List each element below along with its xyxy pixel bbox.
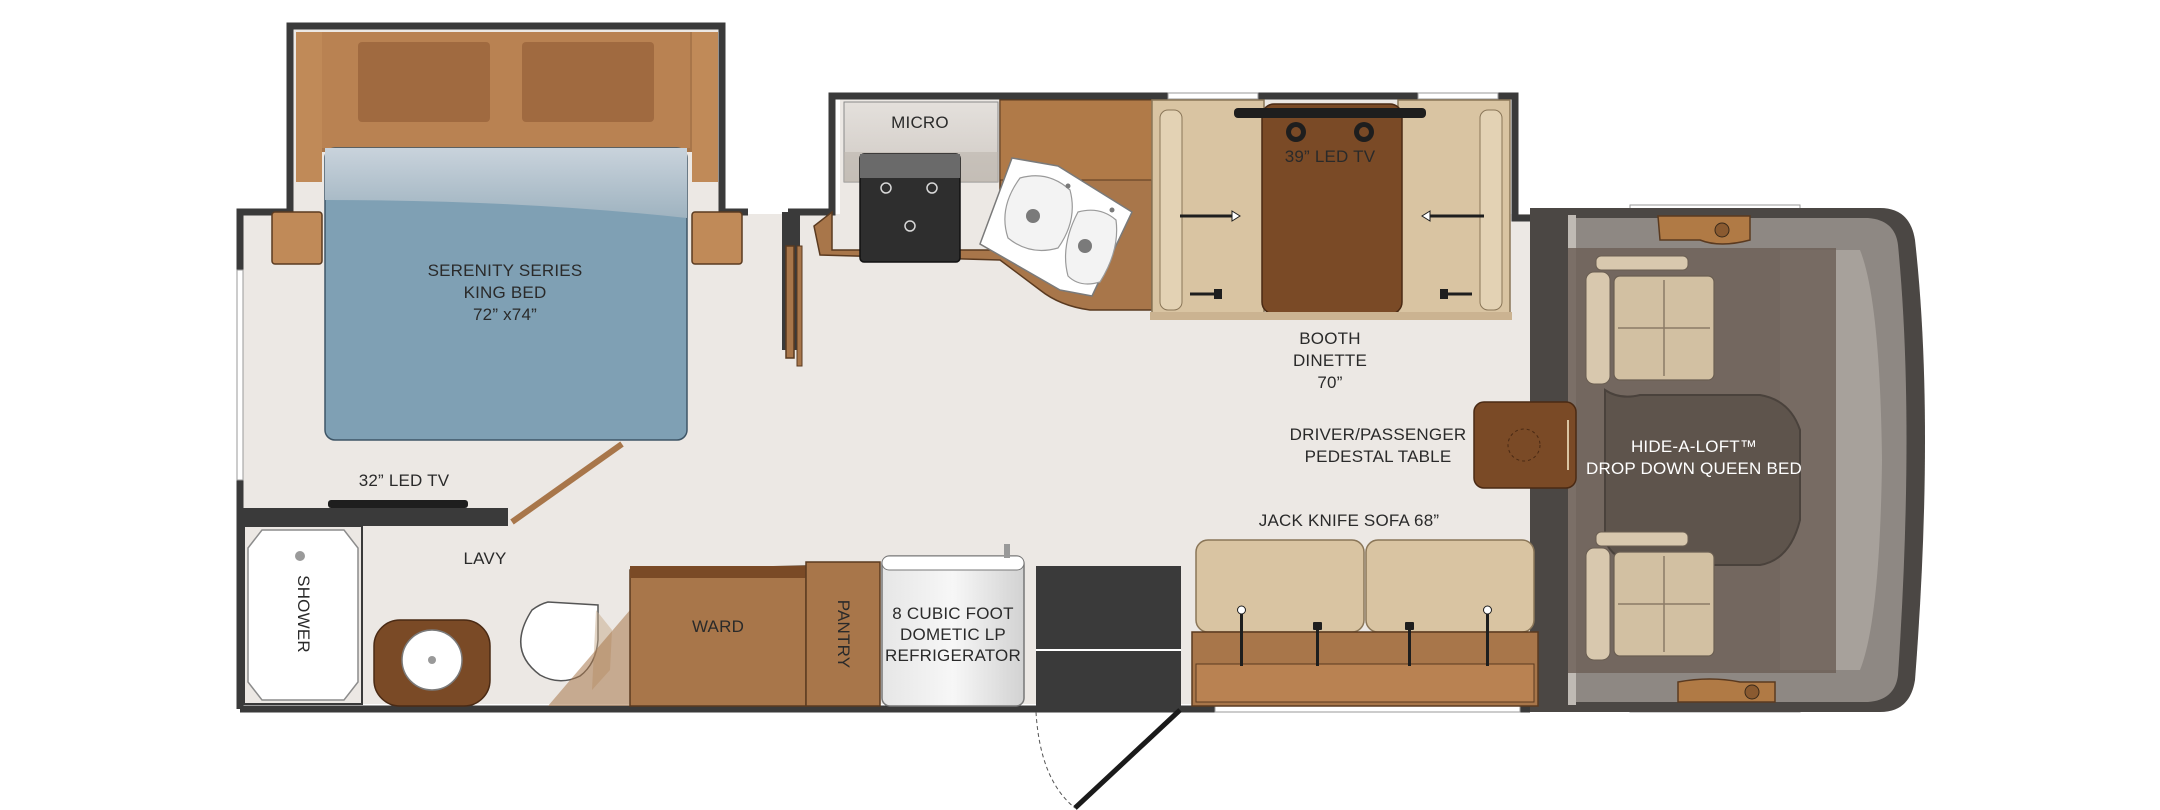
dinette-seatbelts (1180, 210, 1484, 299)
pedestal-table-label-line1: DRIVER/PASSENGER (1290, 425, 1467, 444)
bath-door (510, 441, 624, 525)
driver-seat (1585, 255, 1715, 385)
king-bed-label: SERENITY SERIES KING BED 72” x74” (428, 261, 583, 324)
pantry (805, 561, 881, 707)
wardrobe (629, 565, 807, 707)
jack-knife-sofa (1191, 539, 1539, 707)
pedestal-table-label-line2: PEDESTAL TABLE (1305, 447, 1452, 466)
refrigerator (881, 544, 1025, 707)
booth-dinette-label-line2: DINETTE (1293, 351, 1367, 370)
bedroom-door-panel (785, 245, 795, 359)
cab-console-bottom (1677, 678, 1776, 703)
king-bed (324, 147, 688, 441)
booth-dinette-label-line1: BOOTH (1299, 329, 1360, 348)
pillow-right (522, 42, 654, 122)
refrigerator-label-line1: 8 CUBIC FOOT (892, 604, 1013, 623)
king-bed-label-line1: SERENITY SERIES (428, 261, 583, 280)
loft-bed-label-line2: DROP DOWN QUEEN BED (1586, 459, 1802, 478)
king-bed-label-line3: 72” x74” (473, 305, 537, 324)
nightstand-right (691, 211, 743, 265)
bath-partition (240, 508, 508, 526)
led-tv-32 (328, 500, 468, 508)
sofa-seatbelts (1237, 605, 1492, 666)
lavy-drain (428, 656, 436, 664)
king-bed-label-line2: KING BED (464, 283, 547, 302)
shower-label: SHOWER (294, 575, 313, 653)
bath-door-swing (548, 610, 630, 706)
ward-label: WARD (692, 617, 744, 636)
pillow-left (358, 42, 490, 122)
loft-bed-label-line1: HIDE-A-LOFT™ (1631, 437, 1757, 456)
cab-knob-bottom (1744, 684, 1760, 700)
booth-dinette-label-line3: 70” (1317, 373, 1342, 392)
passenger-seat (1585, 531, 1715, 661)
led-tv-39-label: 39” LED TV (1285, 147, 1376, 166)
micro-label: MICRO (891, 113, 949, 132)
cab-knob-top (1714, 222, 1730, 238)
pedestal-table (1473, 401, 1577, 489)
shower (243, 525, 363, 705)
bedroom-door-panel-2 (796, 245, 803, 367)
lavy-label: LAVY (463, 549, 506, 568)
booth-dinette (1150, 99, 1512, 320)
led-tv-39 (1234, 108, 1426, 142)
led-tv-32-label: 32” LED TV (359, 471, 450, 490)
cab-console-top (1657, 215, 1751, 245)
entry-door-swing-arc (1035, 711, 1076, 809)
entry-steps (1036, 566, 1181, 710)
refrigerator-label-line2: DOMETIC LP (900, 625, 1006, 644)
pantry-label: PANTRY (834, 600, 853, 669)
entry-door (1073, 708, 1182, 810)
bedroom-headboard (296, 32, 718, 182)
refrigerator-label-line3: REFRIGERATOR (885, 646, 1021, 665)
sofa-label: JACK KNIFE SOFA 68” (1259, 511, 1440, 530)
nightstand-left (271, 211, 323, 265)
cooktop (859, 153, 961, 263)
double-sink (979, 157, 1133, 297)
